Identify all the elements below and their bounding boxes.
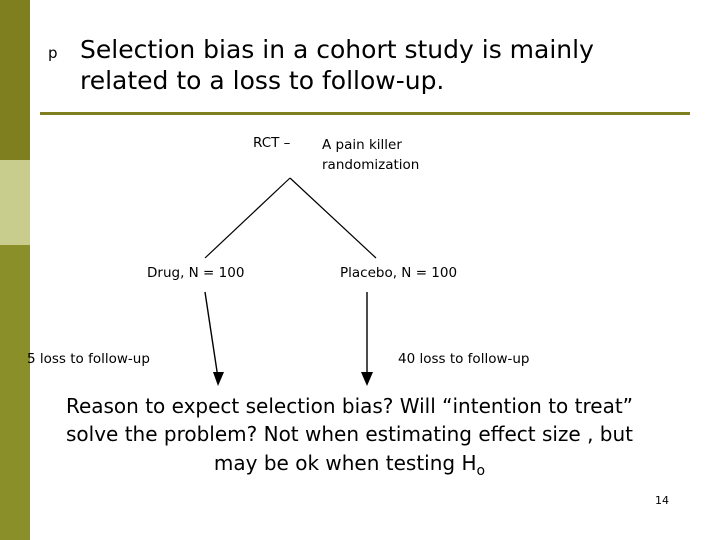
title-divider	[40, 112, 690, 115]
body-paragraph-subscript: o	[476, 462, 486, 479]
randomization-label: A pain killer randomization	[322, 137, 420, 174]
drug-group-label: Drug, N = 100	[147, 265, 245, 281]
body-paragraph: Reason to expect selection bias? Will “i…	[42, 392, 657, 482]
page-number: 14	[655, 494, 669, 507]
left-accent-bar-bottom	[0, 245, 30, 540]
left-accent-bar-middle	[0, 160, 30, 245]
title-bullet-icon: p	[48, 44, 58, 62]
left-accent-bar-top	[0, 0, 30, 160]
placebo-group-label: Placebo, N = 100	[340, 265, 458, 281]
body-paragraph-main: Reason to expect selection bias? Will “i…	[65, 394, 634, 475]
page-title: Selection bias in a cohort study is main…	[80, 35, 594, 95]
placebo-loss-label: 40 loss to follow-up	[398, 351, 530, 367]
rct-label: RCT –	[253, 135, 291, 151]
drug-loss-label: 5 loss to follow-up	[27, 351, 150, 367]
